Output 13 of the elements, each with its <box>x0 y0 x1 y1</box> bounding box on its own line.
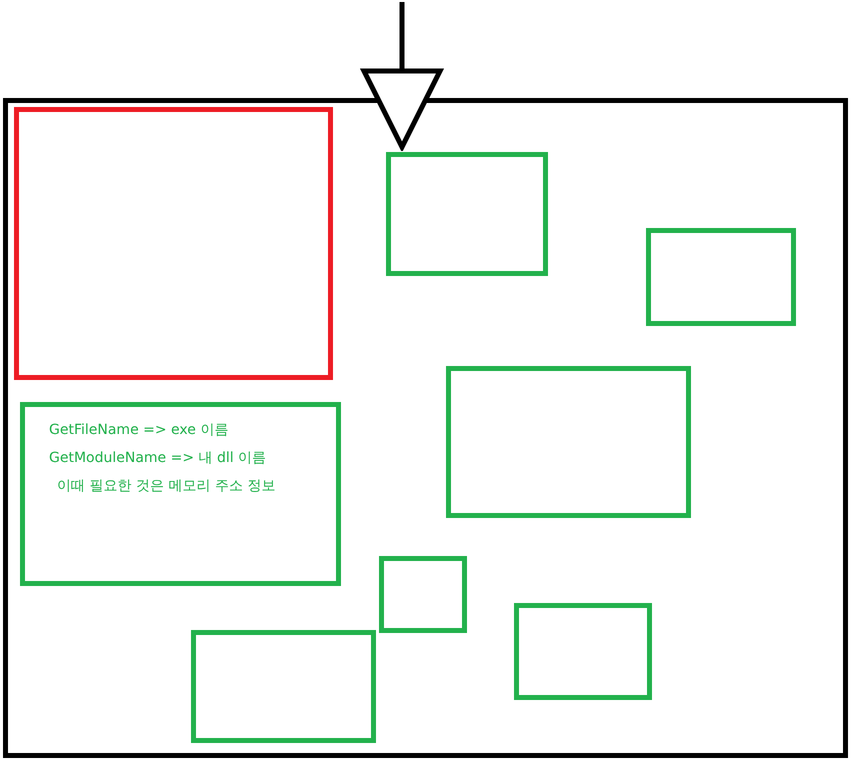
region-box <box>446 366 691 518</box>
region-box <box>646 228 796 326</box>
note-box <box>20 402 341 586</box>
highlighted-box <box>14 107 333 380</box>
arrow <box>362 2 442 150</box>
note-text: GetFileName => exe 이름 <box>49 421 228 439</box>
note-text: GetModuleName => 내 dll 이름 <box>49 449 266 467</box>
region-box <box>379 556 467 633</box>
region-box <box>514 603 652 700</box>
region-box <box>386 152 548 276</box>
note-text: 이때 필요한 것은 메모리 주소 정보 <box>57 477 276 495</box>
region-box <box>191 630 376 743</box>
outer-frame <box>3 98 848 758</box>
